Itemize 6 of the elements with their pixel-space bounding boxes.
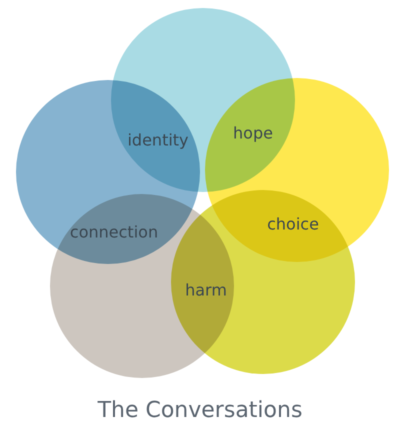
- region-label: identity: [127, 130, 189, 150]
- region-label: choice: [267, 214, 319, 234]
- region-label: harm: [185, 280, 227, 300]
- diagram-caption: The Conversations: [96, 398, 304, 423]
- region-label: connection: [70, 222, 158, 242]
- region-label: hope: [233, 124, 273, 142]
